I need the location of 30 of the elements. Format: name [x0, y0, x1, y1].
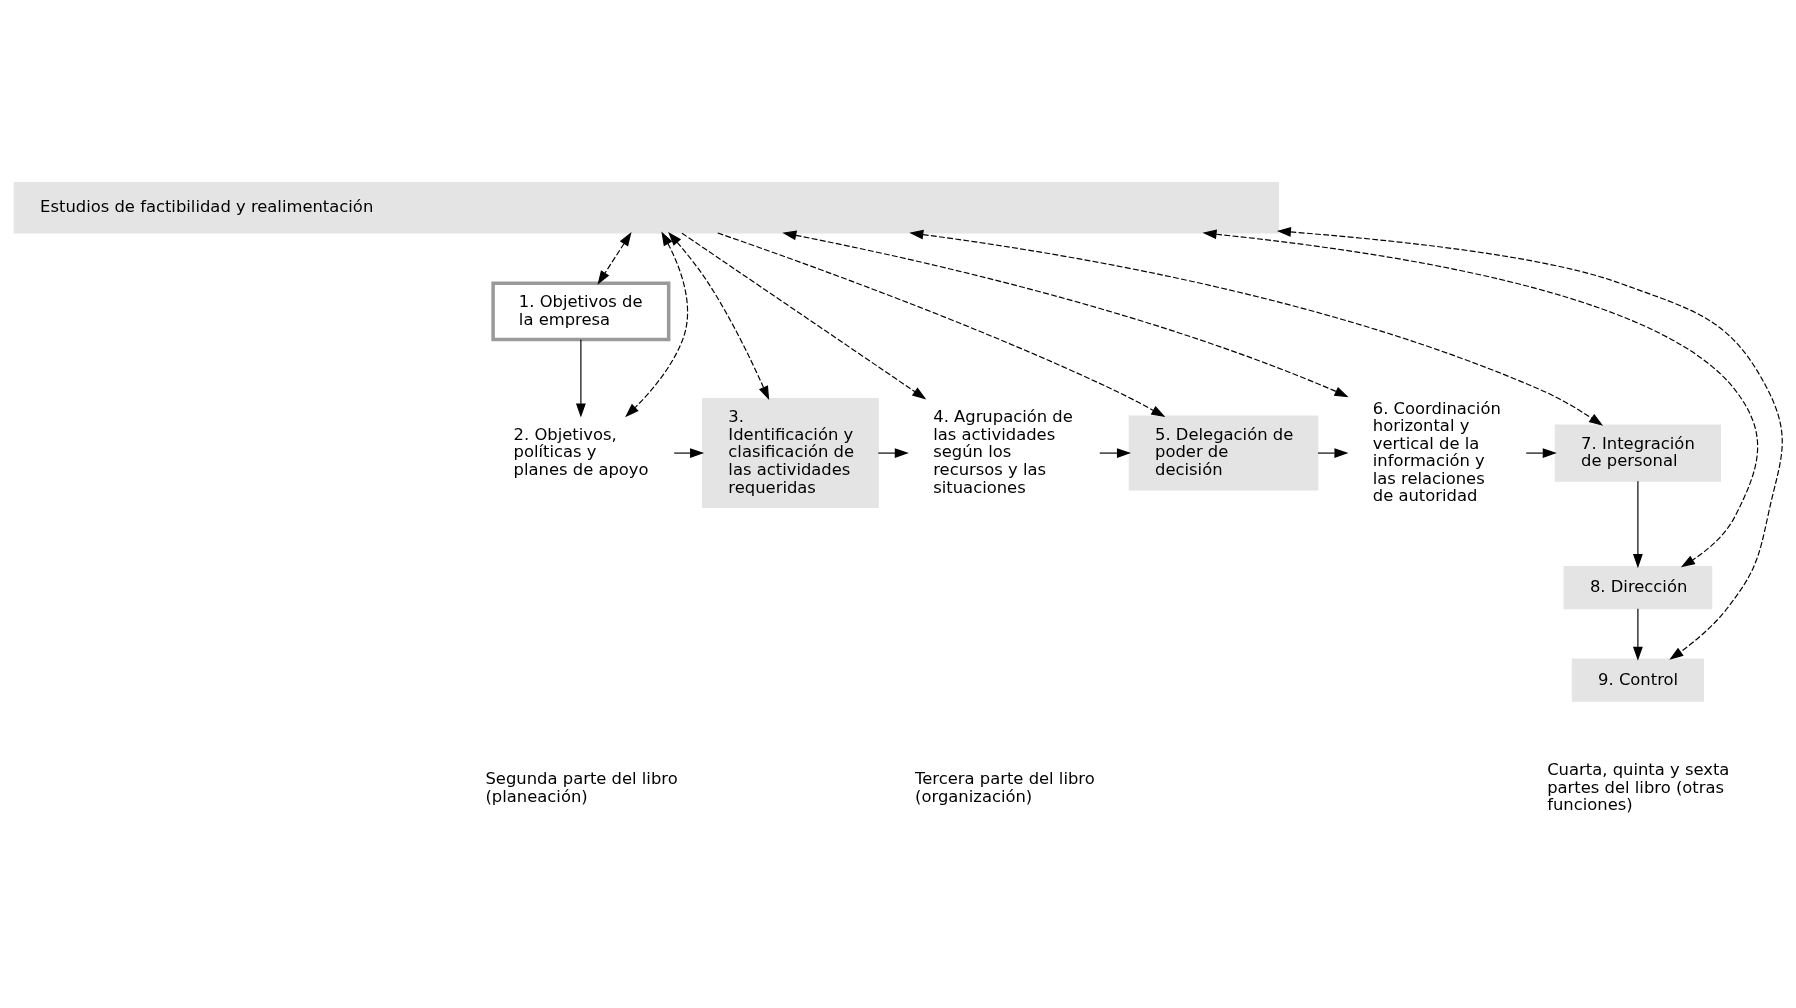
node-box: 7. Integración de personal — [1554, 424, 1721, 482]
node-box: Estudios de factibilidad y realimentación — [13, 182, 1279, 234]
arrow — [1202, 229, 1758, 568]
arrow — [908, 229, 1603, 426]
arrow — [716, 232, 1165, 418]
label: Segunda parte del libro (planeación) — [484, 769, 678, 806]
node-text: 6. Coordinación horizontal y vertical de la información y las relaciones de autoridad — [1372, 398, 1501, 506]
label: Tercera parte del libro (organización) — [914, 769, 1095, 806]
arrow — [680, 232, 926, 400]
node-box: 9. Control — [1571, 658, 1704, 702]
node-box: 5. Delegación de poder de decisión — [1128, 415, 1318, 491]
arrow — [597, 232, 632, 285]
arrow — [1098, 448, 1131, 458]
arrow — [1632, 480, 1643, 569]
arrow — [624, 231, 688, 418]
arrow — [877, 448, 909, 458]
arrow — [1316, 448, 1348, 458]
arrow — [1276, 227, 1783, 660]
node-text: 4. Agrupación de las actividades según los recursos y las situaciones — [932, 407, 1073, 497]
arrow — [667, 231, 769, 401]
label: Cuarta, quinta y sexta partes del libro (otras funciones) — [1546, 760, 1729, 815]
arrow — [781, 230, 1349, 398]
node-box: 1. Objetivos de la empresa — [490, 281, 670, 342]
arrow — [575, 339, 586, 418]
node-box: 8. Dirección — [1563, 566, 1712, 610]
node-box: 3. Identificación y clasificación de las actividades requeridas — [701, 398, 879, 509]
arrow — [1525, 448, 1557, 458]
arrow — [673, 448, 704, 458]
arrow — [1632, 608, 1643, 661]
node-text: 2. Objetivos, políticas y planes de apoyo — [513, 424, 649, 479]
